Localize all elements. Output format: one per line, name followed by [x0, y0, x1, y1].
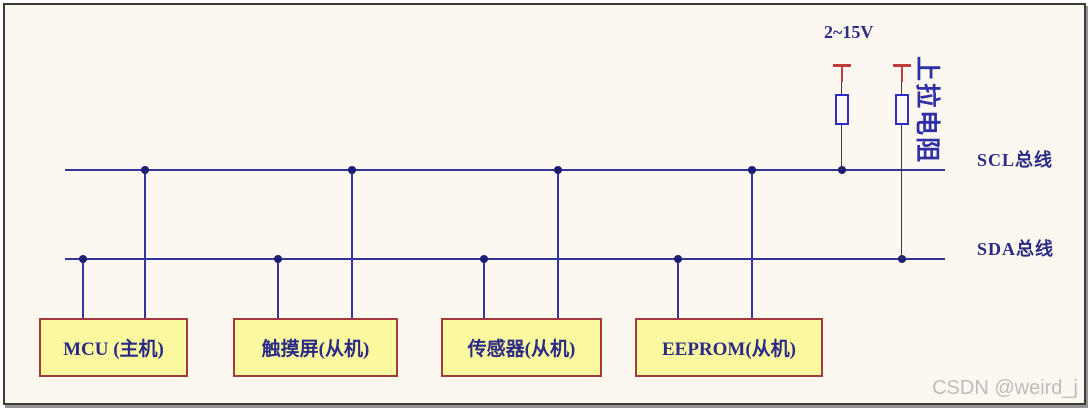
device-label: 触摸屏(从机)	[261, 339, 370, 360]
junction-dot	[348, 166, 356, 174]
device-box-sensor: 传感器(从机)	[441, 318, 602, 377]
junction-dot	[898, 255, 906, 263]
wire-eeprom-scl	[751, 170, 753, 319]
wire-touchscreen-scl	[351, 170, 353, 319]
power-rail-stem	[841, 67, 843, 82]
power-rail-stem	[901, 67, 903, 82]
pullup-resistor-scl	[835, 94, 849, 125]
device-box-mcu: MCU (主机)	[39, 318, 188, 377]
wire-mcu-scl	[144, 170, 146, 319]
wire-sensor-sda	[483, 259, 485, 319]
device-label: MCU (主机)	[63, 339, 164, 360]
resistor-lead	[901, 82, 902, 94]
scl-bus-label: SCL总线	[977, 150, 1054, 170]
device-box-eeprom: EEPROM(从机)	[635, 318, 823, 377]
wire-eeprom-sda	[677, 259, 679, 319]
junction-dot	[480, 255, 488, 263]
power-rail-tbar	[833, 64, 851, 67]
junction-dot	[141, 166, 149, 174]
resistor-lead	[841, 82, 842, 94]
wire-mcu-sda	[82, 259, 84, 319]
junction-dot	[748, 166, 756, 174]
device-label: 传感器(从机)	[467, 339, 576, 360]
junction-dot	[674, 255, 682, 263]
sda-bus-line	[65, 258, 945, 260]
csdn-watermark: CSDN @weird_j	[932, 377, 1078, 399]
scl-bus-line	[65, 169, 945, 171]
junction-dot	[79, 255, 87, 263]
device-box-touchscreen: 触摸屏(从机)	[233, 318, 398, 377]
power-voltage-label: 2~15V	[824, 22, 874, 42]
junction-dot	[838, 166, 846, 174]
pullup-resistor-label: 上拉电阻	[913, 56, 940, 165]
junction-dot	[554, 166, 562, 174]
power-rail-tbar	[893, 64, 911, 67]
sda-bus-label: SDA总线	[977, 239, 1055, 259]
wire-touchscreen-sda	[277, 259, 279, 319]
resistor-lead	[901, 125, 902, 259]
resistor-lead	[841, 125, 842, 170]
pullup-resistor-sda	[895, 94, 909, 125]
device-label: EEPROM(从机)	[661, 339, 797, 360]
wire-sensor-scl	[557, 170, 559, 319]
junction-dot	[274, 255, 282, 263]
